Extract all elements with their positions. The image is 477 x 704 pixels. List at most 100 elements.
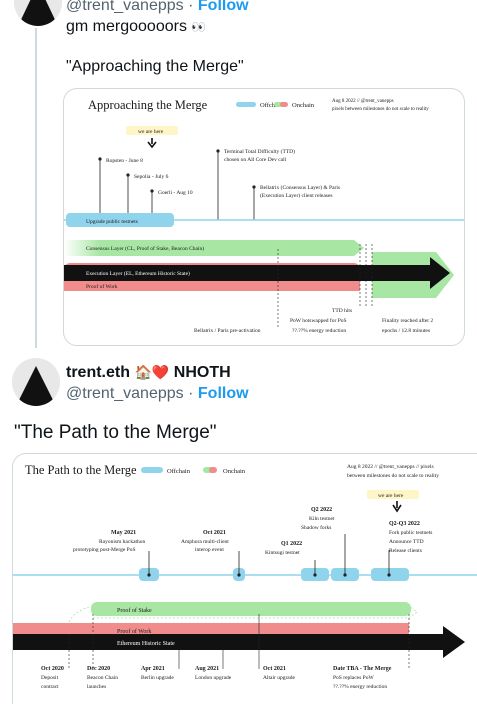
oct2021b-title: Oct 2021 bbox=[263, 666, 286, 672]
oct2021a-title: Oct 2021 bbox=[203, 530, 226, 536]
follow-button[interactable]: Follow bbox=[197, 385, 249, 402]
tweet-header: @trent_vanepps · Follow bbox=[66, 385, 249, 403]
dec2020-line-1: Beacon Chain bbox=[87, 675, 118, 681]
legend-offchain: Offchain bbox=[260, 102, 284, 109]
proof-of-work-bar bbox=[64, 281, 360, 291]
bellatrix-line-1: Bellatrix (Consensus Layer) & Paris bbox=[260, 184, 340, 191]
q2-2022-line-1: Kiln testnet bbox=[309, 516, 335, 522]
dec2020-title: Dec 2020 bbox=[87, 666, 110, 672]
oct2020-line-2: contract bbox=[41, 684, 59, 690]
bottom-bellatrix-label: Bellatrix / Paris pre-activation bbox=[194, 328, 261, 334]
we-are-here-label-bg bbox=[126, 126, 178, 135]
oct2021a-line-1: Amphora multi-client bbox=[181, 539, 229, 545]
ropsten-label: Ropsten - June 8 bbox=[106, 158, 143, 164]
goerli-label: Goerli - Aug 10 bbox=[158, 190, 193, 196]
merge-line-1: PoS replaces PoW bbox=[333, 675, 374, 681]
handle[interactable]: @trent_vanepps bbox=[66, 385, 184, 402]
timeline-graphic: Approaching the Merge Offchain Onchain A… bbox=[64, 98, 464, 334]
merge-line-2: ??.??% energy reduction bbox=[333, 684, 387, 690]
note-line-1: Aug 8 2022 // @trent_vanepps bbox=[332, 99, 394, 104]
proof-of-work-bar bbox=[13, 623, 409, 637]
image-path-to-merge[interactable]: The Path to the Merge Offchain Onchain A… bbox=[12, 453, 477, 704]
dec2020-line-2: launches bbox=[87, 684, 106, 690]
thread-line bbox=[35, 28, 37, 348]
sepolia-dot bbox=[126, 173, 130, 177]
aug2021-title: Aug 2021 bbox=[195, 666, 219, 672]
oct2020-line-1: Deposit bbox=[41, 675, 59, 681]
quote-text: "Approaching the Merge" bbox=[66, 58, 244, 75]
proof-of-work-label: Proof of Work bbox=[117, 628, 151, 635]
q1-2022-title: Q1 2022 bbox=[281, 541, 302, 547]
legend-offchain: Offchain bbox=[167, 468, 191, 475]
oct2021a-dot bbox=[237, 573, 241, 577]
q2-2022-dot bbox=[343, 573, 347, 577]
proof-of-stake-label: Proof of Stake bbox=[117, 607, 152, 614]
tweet-text: "The Path to the Merge" bbox=[14, 422, 217, 443]
display-name[interactable]: trent.eth bbox=[66, 364, 130, 381]
bellatrix-line-2: (Execution Layer) client releases bbox=[260, 192, 333, 199]
q2q3-title: Q2-Q3 2022 bbox=[389, 521, 420, 527]
upgrade-testnets-bar bbox=[66, 213, 174, 227]
image-approaching-merge[interactable]: Approaching the Merge Offchain Onchain A… bbox=[63, 88, 465, 346]
goerli-dot bbox=[150, 189, 154, 193]
legend-offchain-swatch bbox=[236, 102, 256, 107]
note-line-1: Aug 8 2022 // @trent_vanepps // pixels bbox=[347, 464, 434, 470]
avatar[interactable] bbox=[12, 358, 60, 406]
tweet-text-content: gm mergooooors bbox=[66, 18, 187, 35]
ttd-line-2: chosen on All Core Dev call bbox=[224, 157, 287, 163]
eyes-emoji: 👀 bbox=[191, 20, 207, 34]
handle[interactable]: @trent_vanepps bbox=[66, 0, 184, 14]
execution-layer-label: Execution Layer (EL, Ethereum Historic S… bbox=[86, 270, 190, 277]
apr2021-line-1: Berlin upgrade bbox=[141, 675, 174, 681]
aug2021-line-1: London upgrade bbox=[195, 675, 232, 681]
we-are-here-label-bg bbox=[367, 490, 419, 499]
avatar[interactable] bbox=[14, 0, 62, 26]
finality-line-1: Finality reached after 2 bbox=[382, 317, 433, 324]
note-line-2: pixels between milestones do not scale t… bbox=[332, 107, 429, 112]
follow-button[interactable]: Follow bbox=[197, 0, 249, 14]
q2q3-dot bbox=[387, 573, 391, 577]
sepolia-label: Sepolia - July 6 bbox=[134, 174, 169, 180]
ttd-line-1: Terminal Total Difficulty (TTD) bbox=[224, 148, 295, 155]
may2021-dot bbox=[147, 573, 151, 577]
legend-onchain: Onchain bbox=[292, 102, 315, 109]
timeline-graphic: The Path to the Merge Offchain Onchain A… bbox=[13, 463, 477, 690]
consensus-layer-bar bbox=[64, 240, 364, 256]
may2021-line-1: Rayonism hackathon bbox=[99, 539, 146, 545]
q2q3-line-3: Release clients bbox=[389, 548, 422, 554]
avatar-image bbox=[14, 0, 62, 26]
q2q3-line-1: Fork public testnets bbox=[389, 530, 432, 536]
proof-of-work-label: Proof of Work bbox=[86, 283, 118, 290]
separator-dot: · bbox=[188, 0, 198, 14]
tweet-text: gm mergooooors 👀 bbox=[66, 18, 206, 36]
apr2021-title: Apr 2021 bbox=[141, 666, 165, 672]
we-are-here-arrow bbox=[147, 138, 157, 149]
merge-title: Date TBA - The Merge bbox=[333, 666, 392, 672]
legend-onchain: Onchain bbox=[223, 468, 246, 475]
legend-offchain-swatch bbox=[141, 467, 163, 473]
q2-2022-line-2: Shadow forks bbox=[301, 524, 331, 531]
consensus-layer-label: Consensus Layer (CL, Proof of Stake, Bea… bbox=[86, 245, 204, 252]
upgrade-testnets-label: Upgrade public testnets bbox=[86, 219, 138, 225]
name-emojis: 🏠❤️ bbox=[134, 364, 170, 380]
beacon-connector bbox=[68, 605, 418, 623]
q2-2022-title: Q2 2022 bbox=[311, 507, 332, 513]
energy-label: ??.??% energy reduction bbox=[292, 328, 346, 334]
ttd-dot bbox=[216, 149, 220, 153]
display-name-row: trent.eth 🏠❤️ NHOTH bbox=[66, 364, 231, 382]
legend-onchain-swatch-red bbox=[280, 102, 288, 107]
ttd-hits-label: TTD hits bbox=[332, 308, 352, 314]
ethereum-historic-state-arrow bbox=[13, 626, 465, 658]
separator-dot: · bbox=[188, 385, 194, 402]
chart-title: The Path to the Merge bbox=[25, 463, 137, 477]
we-are-here-label: we are here bbox=[138, 129, 164, 135]
may2021-title: May 2021 bbox=[111, 530, 136, 536]
pow-hotswapped-label: PoW hotswapped for PoS bbox=[290, 317, 347, 324]
oct2021b-line-1: Altair upgrade bbox=[263, 675, 295, 681]
may2021-line-2: prototyping post-Merge PoS bbox=[73, 547, 136, 553]
q1-2022-line-1: Kintsugi testnet bbox=[265, 550, 300, 556]
tweet-header: @trent_vanepps · Follow bbox=[66, 0, 249, 15]
q1-2022-dot bbox=[313, 573, 317, 577]
proof-of-stake-bar bbox=[91, 602, 411, 616]
note-line-2: between milestones do not scale to reali… bbox=[347, 473, 439, 479]
